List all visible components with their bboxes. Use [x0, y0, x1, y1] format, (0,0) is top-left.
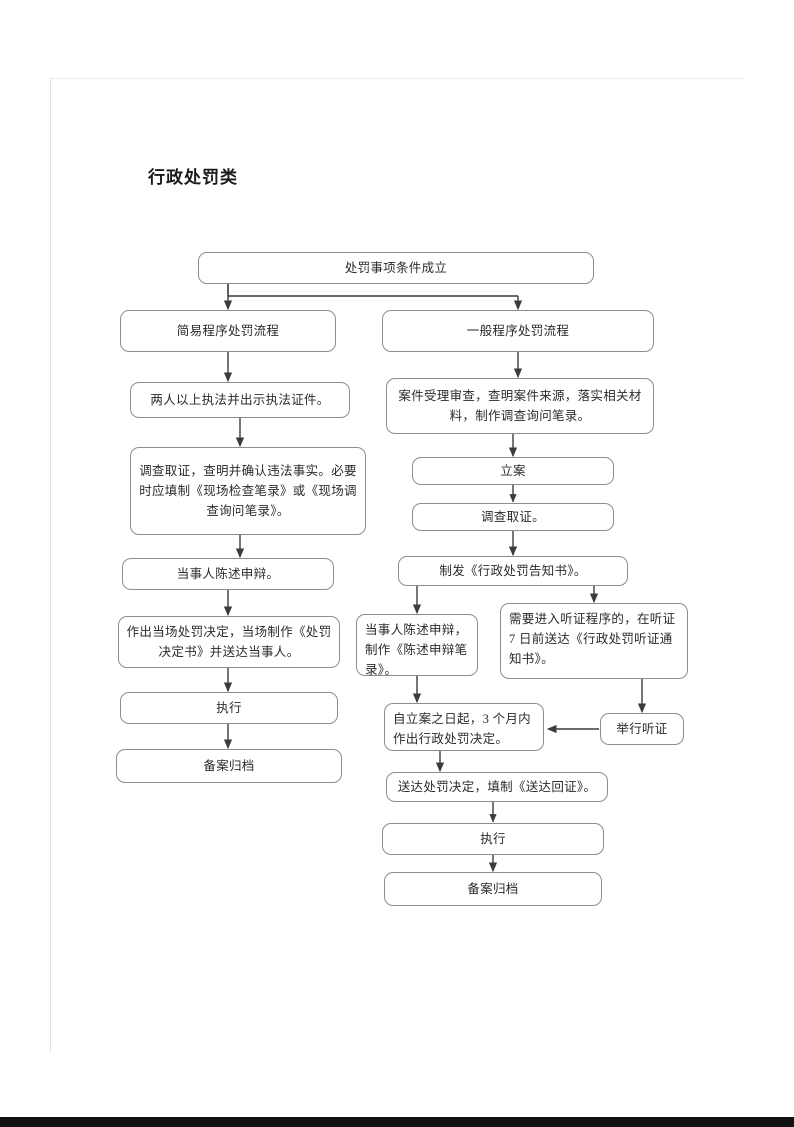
flow-node-label: 作出当场处罚决定，当场制作《处罚决定书》并送达当事人。 — [126, 625, 332, 659]
flow-node-n3[interactable]: 一般程序处罚流程 — [382, 310, 654, 352]
flow-node-n15[interactable]: 需要进入听证程序的，在听证 7 日前送达《行政处罚听证通知书》。 — [500, 603, 688, 679]
flow-node-label: 制发《行政处罚告知书》。 — [439, 564, 587, 578]
flow-node-label: 当事人陈述申辩。 — [176, 567, 280, 581]
flow-node-n5[interactable]: 调查取证，查明并确认违法事实。必要时应填制《现场检查笔录》或《现场调查询问笔录》… — [130, 447, 366, 535]
flow-node-n9[interactable]: 备案归档 — [116, 749, 342, 783]
page-title: 行政处罚类 — [148, 168, 238, 187]
flow-node-label: 需要进入听证程序的，在听证 7 日前送达《行政处罚听证通知书》。 — [509, 612, 676, 666]
flow-node-label: 调查取证，查明并确认违法事实。必要时应填制《现场检查笔录》或《现场调查询问笔录》… — [139, 464, 357, 518]
flow-node-n2[interactable]: 简易程序处罚流程 — [120, 310, 336, 352]
flow-node-n6[interactable]: 当事人陈述申辩。 — [122, 558, 334, 590]
flow-node-n10[interactable]: 案件受理审查，查明案件来源，落实相关材料，制作调查询问笔录。 — [386, 378, 654, 434]
flow-node-n19[interactable]: 执行 — [382, 823, 604, 855]
flow-node-n16[interactable]: 自立案之日起，3 个月内作出行政处罚决定。 — [384, 703, 544, 751]
flow-node-label: 一般程序处罚流程 — [466, 324, 570, 338]
flow-node-n14[interactable]: 当事人陈述申辩，制作《陈述申辩笔录》。 — [356, 614, 478, 676]
flow-node-label: 举行听证 — [616, 722, 668, 736]
flow-node-label: 立案 — [500, 464, 526, 478]
flow-node-label: 案件受理审查，查明案件来源，落实相关材料，制作调查询问笔录。 — [398, 389, 642, 423]
flow-node-label: 送达处罚决定，填制《送达回证》。 — [397, 780, 597, 794]
flow-node-label: 两人以上执法并出示执法证件。 — [150, 393, 330, 407]
flow-node-label: 调查取证。 — [480, 510, 545, 524]
flow-node-n18[interactable]: 送达处罚决定，填制《送达回证》。 — [386, 772, 608, 802]
flow-node-n1[interactable]: 处罚事项条件成立 — [198, 252, 594, 284]
flow-node-label: 处罚事项条件成立 — [344, 261, 448, 275]
bottom-band — [0, 1117, 794, 1127]
flow-node-n13[interactable]: 制发《行政处罚告知书》。 — [398, 556, 628, 586]
flow-node-n12[interactable]: 调查取证。 — [412, 503, 614, 531]
flow-node-n20[interactable]: 备案归档 — [384, 872, 602, 906]
flow-node-label: 备案归档 — [203, 759, 255, 773]
flow-node-label: 执行 — [480, 832, 506, 846]
flow-node-n4[interactable]: 两人以上执法并出示执法证件。 — [130, 382, 350, 418]
flow-node-label: 备案归档 — [467, 882, 519, 896]
flow-node-label: 简易程序处罚流程 — [176, 324, 280, 338]
flow-node-n8[interactable]: 执行 — [120, 692, 338, 724]
flow-node-label: 执行 — [216, 701, 242, 715]
flow-node-n7[interactable]: 作出当场处罚决定，当场制作《处罚决定书》并送达当事人。 — [118, 616, 340, 668]
flow-node-label: 自立案之日起，3 个月内作出行政处罚决定。 — [393, 712, 531, 746]
flow-node-label: 当事人陈述申辩，制作《陈述申辩笔录》。 — [365, 623, 468, 676]
flow-node-n11[interactable]: 立案 — [412, 457, 614, 485]
flow-node-n17[interactable]: 举行听证 — [600, 713, 684, 745]
